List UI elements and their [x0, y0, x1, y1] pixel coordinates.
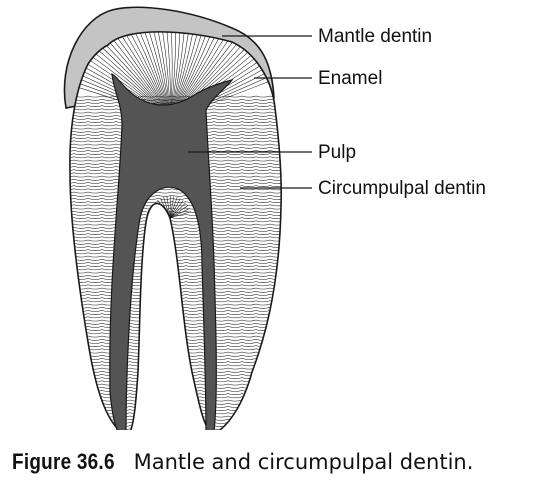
dentin-tubule-line: [69, 422, 282, 424]
dentin-tubule-line: [69, 418, 282, 421]
dentin-tubule-line: [69, 220, 282, 223]
dentin-tubule-line: [69, 390, 282, 392]
dentin-tubule-line: [69, 258, 282, 261]
dentin-tubule-line: [69, 246, 282, 248]
furcation-tubule-line: [148, 213, 171, 219]
dentin-tubule-line: [69, 242, 282, 245]
dentin-tubule-line: [69, 402, 282, 405]
pulp-chamber: [109, 72, 234, 430]
dentin-tubule-line: [69, 252, 282, 255]
dentin-tubule-line: [69, 428, 282, 430]
furcation-tubule-line: [169, 198, 181, 219]
dentin-tubule-line: [69, 194, 282, 197]
dentin-tubule-line: [69, 191, 282, 194]
dentin-tubule-line: [69, 255, 282, 258]
furcation-tubule-line: [169, 197, 178, 219]
dentin-tubule-line: [69, 201, 282, 203]
dentin-tubule-line: [69, 198, 282, 200]
dentin-tubule-line: [69, 265, 282, 267]
dentin-tubule-line: [69, 412, 282, 415]
dentin-tubule-line: [69, 239, 282, 242]
dentin-tubule-line: [69, 396, 282, 399]
furcation-tubule-line: [169, 202, 186, 219]
dentin-tubule-line: [69, 406, 282, 408]
dentin-tubule-line: [69, 393, 282, 395]
furcation-tubule-line: [169, 211, 192, 219]
dentin-tubule-line: [69, 249, 282, 251]
caption-text: Mantle and circumpulpal dentin.: [133, 450, 474, 474]
furcation-tubule-line: [169, 196, 175, 219]
dentin-tubule-line: [69, 409, 282, 411]
dentin-tubule-line: [69, 425, 282, 427]
dentin-tubule-line: [69, 383, 282, 386]
dentin-tubule-line: [69, 386, 282, 389]
tooth-diagram: [63, 6, 312, 430]
dentin-tubule-line: [69, 223, 282, 226]
furcation-tubule-line: [166, 196, 171, 219]
furcation-tubule-line: [169, 208, 190, 219]
furcation-tubule-line: [169, 200, 184, 219]
figure-number: Figure 36.6: [12, 449, 115, 474]
figure-caption: Figure 36.6 Mantle and circumpulpal dent…: [12, 449, 473, 475]
dentin-tubule-line: [69, 210, 282, 213]
furcation-tubule-line: [163, 196, 171, 219]
dentin-tubule-line: [69, 230, 282, 232]
label-circumpulpal-dentin: Circumpulpal dentin: [318, 178, 486, 199]
label-pulp: Pulp: [318, 142, 357, 163]
leader-lines: [188, 35, 312, 189]
dentin-tubule-line: [69, 271, 282, 274]
dentin-tubule-line: [69, 399, 282, 402]
dentin-tubule-line: [69, 415, 282, 418]
dentin-tubule-line: [69, 268, 282, 271]
label-enamel: Enamel: [318, 68, 383, 89]
dentin-tubule-line: [69, 226, 282, 229]
dentin-tubule-line: [69, 262, 282, 264]
furcation-tubule-line: [169, 205, 189, 219]
dentin-tubule-line: [69, 233, 282, 235]
dentin-tubule-line: [69, 217, 282, 219]
dentin-tubule-line: [69, 236, 282, 239]
label-mantle-dentin: Mantle dentin: [318, 26, 433, 47]
